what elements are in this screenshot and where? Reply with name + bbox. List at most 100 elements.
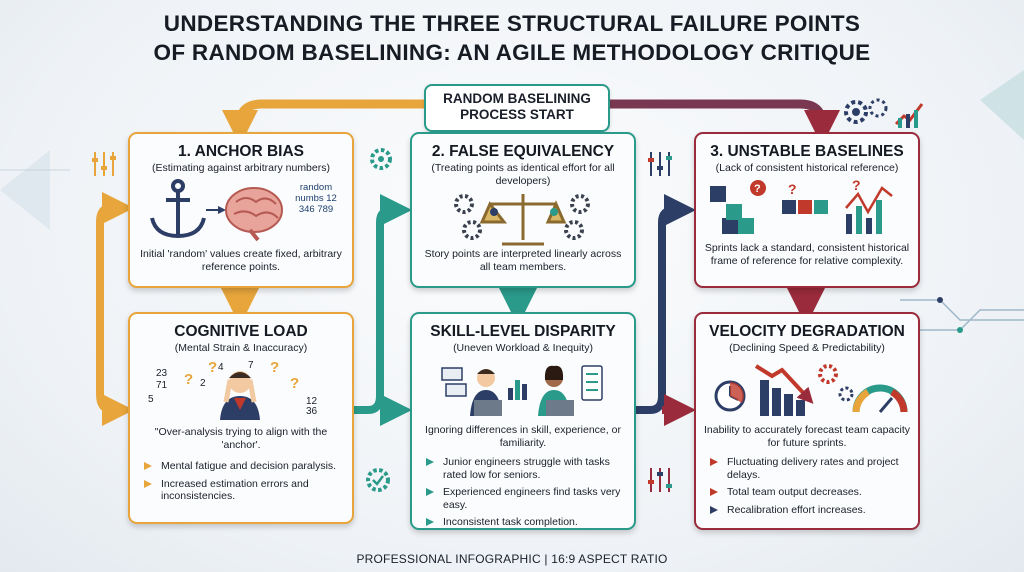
page-title-line2: OF RANDOM BASELINING: AN AGILE METHODOLO… — [153, 40, 871, 65]
bullet-triangle-icon — [144, 479, 152, 488]
stacked-blocks-icon: ? — [710, 180, 766, 234]
corner-decoration-left — [0, 150, 70, 230]
card-description: Inability to accurately forecast team ca… — [704, 424, 911, 449]
gear-chart-icon — [844, 98, 924, 128]
card-description: "Over-analysis trying to align with the … — [154, 426, 328, 451]
svg-text:?: ? — [788, 181, 797, 197]
line-chart-icon: ? — [845, 177, 893, 234]
checklist-icon — [581, 365, 603, 401]
velocity-bullet-list: Fluctuating delivery rates and project d… — [710, 456, 908, 521]
card-subtitle: (Estimating against arbitrary numbers) — [152, 162, 330, 174]
card-title: 2. FALSE EQUIVALENCY — [431, 143, 615, 160]
card-description: Story points are interpreted linearly ac… — [424, 248, 622, 273]
random-numbers-label: random numbs 12 346 789 — [295, 182, 337, 215]
bullet-triangle-icon — [426, 458, 434, 466]
svg-text:?: ? — [852, 178, 861, 193]
male-developer-icon — [470, 369, 502, 416]
bullet-triangle-icon — [710, 505, 718, 514]
arrow-start-to-baselines — [606, 99, 840, 146]
svg-text:4: 4 — [218, 362, 224, 373]
list-item: Fluctuating delivery rates and project d… — [710, 456, 908, 481]
corner-decoration-right — [980, 70, 1024, 140]
bullet-triangle-icon — [710, 458, 718, 466]
svg-text:2: 2 — [200, 378, 206, 389]
svg-text:71: 71 — [156, 380, 168, 391]
card-title: VELOCITY DEGRADATION — [709, 323, 905, 340]
svg-text:12: 12 — [306, 396, 318, 407]
svg-text:?: ? — [184, 371, 193, 388]
cognitive-bullet-list: Mental fatigue and decision paralysis. I… — [144, 460, 342, 508]
card-cognitive-load: COGNITIVE LOAD (Mental Strain & Inaccura… — [128, 312, 354, 524]
page-title-line1: UNDERSTANDING THE THREE STRUCTURAL FAILU… — [163, 11, 861, 36]
bullet-triangle-icon — [710, 488, 718, 496]
circuit-lines — [900, 297, 1024, 333]
gear-icon — [370, 148, 392, 170]
process-start-box: RANDOM BASELINING PROCESS START — [424, 84, 610, 132]
svg-text:?: ? — [270, 359, 279, 376]
gear-icon — [818, 364, 854, 402]
card-velocity-degradation: VELOCITY DEGRADATION (Declining Speed & … — [694, 312, 920, 530]
bullet-triangle-icon — [144, 462, 152, 470]
svg-text:?: ? — [754, 183, 761, 195]
list-item: Recalibration effort increases. — [710, 504, 908, 517]
card-title: 1. ANCHOR BIAS — [177, 143, 305, 160]
anchor-brain-illustration — [130, 178, 352, 242]
clock-icon — [714, 380, 746, 412]
list-item: Increased estimation errors and inconsis… — [144, 478, 342, 503]
bullet-triangle-icon — [426, 488, 434, 496]
card-description: Ignoring differences in skill, experienc… — [425, 424, 621, 449]
list-item: Total team output decreases. — [710, 486, 908, 499]
list-item: Junior engineers struggle with tasks rat… — [426, 456, 624, 481]
slider-icon — [648, 468, 672, 492]
card-unstable-baselines: 3. UNSTABLE BASELINES (Lack of consisten… — [694, 132, 920, 288]
stressed-person-icon — [220, 371, 260, 420]
card-title: COGNITIVE LOAD — [174, 323, 308, 340]
card-anchor-bias: 1. ANCHOR BIAS (Estimating against arbit… — [128, 132, 354, 288]
arrow-skill-to-baselines — [636, 194, 696, 414]
skill-bullet-list: Junior engineers struggle with tasks rat… — [426, 456, 624, 534]
card-subtitle: (Mental Strain & Inaccuracy) — [174, 342, 308, 354]
card-description: Sprints lack a standard, consistent hist… — [704, 242, 910, 267]
balance-scale-icon — [479, 194, 567, 246]
arrow-start-to-anchor — [222, 99, 424, 146]
bullet-triangle-icon — [426, 518, 434, 526]
svg-text:5: 5 — [148, 394, 154, 405]
declining-chart-illustration — [696, 358, 918, 420]
speedometer-icon — [852, 384, 908, 413]
card-title: SKILL-LEVEL DISPARITY — [430, 323, 616, 340]
blocks-chart-illustration: ? ? ? — [696, 177, 918, 240]
card-subtitle: (Treating points as identical effort for… — [431, 162, 615, 187]
svg-text:23: 23 — [156, 368, 168, 379]
card-subtitle: (Uneven Workload & Inequity) — [453, 342, 593, 354]
svg-text:?: ? — [208, 359, 217, 376]
list-item: Mental fatigue and decision paralysis. — [144, 460, 342, 473]
card-subtitle: (Declining Speed & Predictability) — [729, 342, 885, 354]
card-title: 3. UNSTABLE BASELINES — [710, 143, 904, 160]
process-start-label-line2: PROCESS START — [460, 107, 574, 122]
gear-check-icon — [366, 468, 390, 492]
list-item: Inconsistent task completion. — [426, 516, 624, 529]
puzzle-icon: ? — [782, 181, 828, 214]
svg-text:7: 7 — [248, 360, 254, 371]
arrow-left-loop — [96, 204, 134, 426]
document-stack-icon — [441, 367, 467, 397]
brain-icon — [225, 187, 283, 242]
bar-chart-icon — [508, 380, 527, 400]
slider-icon — [92, 152, 116, 176]
scale-gears-illustration — [412, 190, 634, 246]
process-start-label-line1: RANDOM BASELINING — [443, 91, 591, 106]
card-skill-level-disparity: SKILL-LEVEL DISPARITY (Uneven Workload &… — [410, 312, 636, 530]
developers-illustration — [412, 358, 634, 420]
svg-text:?: ? — [290, 375, 299, 392]
list-item: Experienced engineers find tasks very ea… — [426, 486, 624, 511]
card-subtitle: (Lack of consistent historical reference… — [715, 162, 899, 174]
gear-icon — [454, 194, 590, 240]
slider-icon — [648, 152, 672, 176]
declining-bar-chart-icon — [754, 364, 814, 416]
svg-text:36: 36 — [306, 406, 318, 417]
footer-caption: PROFESSIONAL INFOGRAPHIC | 16:9 ASPECT R… — [356, 552, 668, 566]
arrow-cognitive-to-equivalency — [352, 194, 412, 414]
anchor-icon — [150, 179, 206, 239]
card-false-equivalency: 2. FALSE EQUIVALENCY (Treating points as… — [410, 132, 636, 288]
